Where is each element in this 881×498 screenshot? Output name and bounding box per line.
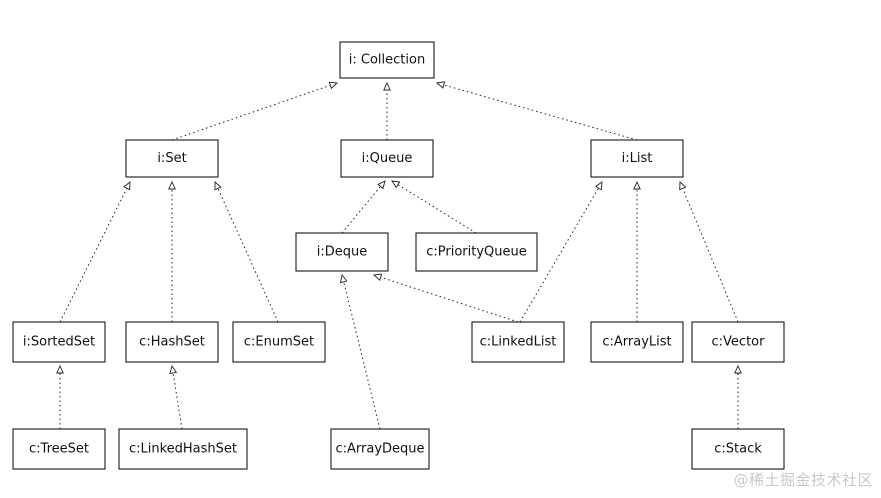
- arrowhead-icon: [372, 273, 383, 282]
- node-set: i:Set: [125, 139, 219, 178]
- edge-arraydeque-to-deque: [340, 273, 381, 430]
- edge-line: [171, 84, 331, 141]
- edge-line: [343, 281, 381, 430]
- edge-line: [397, 184, 477, 234]
- edge-line: [443, 84, 638, 141]
- edge-linkedlist-to-deque: [372, 273, 519, 323]
- node-arraydeque: c:ArrayDeque: [330, 428, 430, 470]
- arrowhead-icon: [328, 81, 339, 90]
- arrowhead-icon: [734, 364, 742, 374]
- node-hashset: c:HashSet: [125, 321, 219, 363]
- node-box-arraydeque: [330, 428, 430, 470]
- node-box-hashset: [125, 321, 219, 363]
- edge-queue-to-collection: [383, 81, 391, 140]
- edge-enumset-to-set: [214, 181, 279, 323]
- arrowhead-icon: [435, 81, 446, 89]
- arrowhead-icon: [169, 364, 178, 374]
- arrowhead-icon: [214, 181, 222, 191]
- node-label-deque: i:Deque: [317, 245, 368, 260]
- node-box-collection: [339, 41, 435, 79]
- node-label-arraylist: c:ArrayList: [602, 335, 671, 350]
- edge-vector-to-list: [679, 181, 739, 323]
- edge-linkedhashset-to-hashset: [169, 364, 183, 430]
- node-label-list: i:List: [622, 151, 653, 166]
- node-label-hashset: c:HashSet: [139, 335, 205, 350]
- node-linkedhashset: c:LinkedHashSet: [118, 428, 248, 470]
- arrowhead-icon: [633, 180, 641, 190]
- edge-line: [519, 187, 599, 323]
- node-arraylist: c:ArrayList: [590, 321, 684, 363]
- edge-sortedset-to-set: [59, 181, 131, 323]
- edges-layer: [56, 81, 742, 430]
- node-linkedlist: c:LinkedList: [471, 321, 565, 363]
- arrowhead-icon: [56, 364, 64, 374]
- node-box-priorityqueue: [415, 232, 538, 272]
- node-sortedset: i:SortedSet: [12, 321, 106, 363]
- edge-line: [341, 186, 381, 234]
- edge-hashset-to-set: [168, 180, 176, 322]
- node-box-treeset: [12, 428, 106, 470]
- node-label-queue: i:Queue: [362, 151, 413, 166]
- edge-set-to-collection: [171, 81, 339, 141]
- node-treeset: c:TreeSet: [12, 428, 106, 470]
- node-queue: i:Queue: [340, 139, 434, 178]
- node-label-linkedhashset: c:LinkedHashSet: [129, 442, 237, 457]
- node-list: i:List: [590, 139, 684, 178]
- node-label-treeset: c:TreeSet: [29, 442, 89, 457]
- node-enumset: c:EnumSet: [232, 321, 326, 363]
- edge-line: [217, 188, 279, 323]
- arrowhead-icon: [340, 273, 348, 284]
- arrowhead-icon: [679, 181, 687, 191]
- node-box-deque: [295, 232, 389, 272]
- node-box-set: [125, 139, 219, 178]
- edge-arraylist-to-list: [633, 180, 641, 322]
- watermark-text: @稀土掘金技术社区: [733, 471, 873, 489]
- node-box-arraylist: [590, 321, 684, 363]
- edge-line: [682, 188, 739, 323]
- arrowhead-icon: [123, 181, 131, 191]
- node-label-set: i:Set: [157, 151, 186, 166]
- node-box-list: [590, 139, 684, 178]
- edge-line: [172, 372, 183, 430]
- node-box-queue: [340, 139, 434, 178]
- node-box-linkedlist: [471, 321, 565, 363]
- edge-stack-to-vector: [734, 364, 742, 429]
- edge-linkedlist-to-list: [519, 181, 603, 323]
- node-vector: c:Vector: [691, 321, 785, 363]
- node-label-vector: c:Vector: [712, 335, 766, 350]
- edge-line: [380, 276, 519, 323]
- node-label-enumset: c:EnumSet: [244, 335, 314, 350]
- node-box-stack: [691, 428, 785, 470]
- node-box-vector: [691, 321, 785, 363]
- node-box-sortedset: [12, 321, 106, 363]
- node-label-collection: i: Collection: [349, 53, 425, 68]
- edge-priorityqueue-to-queue: [391, 180, 477, 234]
- node-deque: i:Deque: [295, 232, 389, 272]
- node-box-linkedhashset: [118, 428, 248, 470]
- arrowhead-icon: [168, 180, 176, 190]
- arrowhead-icon: [377, 180, 386, 190]
- node-label-arraydeque: c:ArrayDeque: [335, 442, 424, 457]
- node-label-priorityqueue: c:PriorityQueue: [426, 245, 527, 260]
- edge-deque-to-queue: [341, 180, 386, 234]
- node-label-linkedlist: c:LinkedList: [480, 335, 557, 350]
- node-collection: i: Collection: [339, 41, 435, 79]
- node-priorityqueue: c:PriorityQueue: [415, 232, 538, 272]
- node-stack: c:Stack: [691, 428, 785, 470]
- arrowhead-icon: [383, 81, 391, 91]
- arrowhead-icon: [594, 181, 603, 191]
- watermark: @稀土掘金技术社区: [733, 469, 873, 490]
- edge-list-to-collection: [435, 81, 638, 141]
- edge-line: [59, 188, 128, 323]
- node-box-enumset: [232, 321, 326, 363]
- node-label-sortedset: i:SortedSet: [23, 335, 95, 350]
- node-label-stack: c:Stack: [714, 442, 762, 457]
- nodes-layer: i: Collection i:Set i:Queue i:List i:Deque c:…: [12, 41, 785, 470]
- edge-treeset-to-sortedset: [56, 364, 64, 429]
- arrowhead-icon: [391, 180, 401, 189]
